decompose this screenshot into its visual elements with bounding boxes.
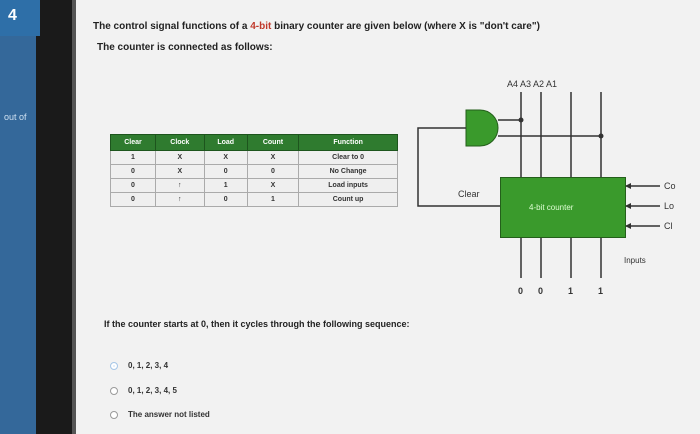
table-row: 0 X 0 0 No Change <box>110 164 398 179</box>
table-cell: 0 <box>246 164 300 179</box>
question-number-badge: 4 <box>0 0 40 36</box>
input-value: 1 <box>568 286 574 296</box>
arrow-icon <box>625 223 631 229</box>
radio-button[interactable] <box>110 361 118 370</box>
left-sidebar: out of <box>0 36 36 434</box>
question-number: 4 <box>8 7 17 24</box>
option-2[interactable]: 0, 1, 2, 3, 4, 5 <box>110 386 177 395</box>
table-cell: 0 <box>203 192 248 207</box>
arrow-icon <box>625 203 631 209</box>
table-cell: ↑ <box>154 178 205 193</box>
outputs-label: A4 A3 A2 A1 <box>507 79 558 89</box>
junction-dot <box>518 117 524 123</box>
out-of-label: out of <box>4 112 27 122</box>
counter-block <box>500 177 626 238</box>
side-label: Lo <box>664 201 675 211</box>
table-cell: 0 <box>203 164 248 179</box>
inputs-label: Inputs <box>624 256 646 265</box>
question-text-line-2: The counter is connected as follows: <box>97 42 273 53</box>
table-cell: X <box>246 178 300 193</box>
input-value: 0 <box>518 286 524 296</box>
radio-button[interactable] <box>110 410 118 419</box>
table-cell: 0 <box>110 192 156 207</box>
counter-label: 4-bit counter <box>529 203 574 212</box>
header-load: Load <box>203 134 248 151</box>
option-label: 0, 1, 2, 3, 4, 5 <box>128 386 177 395</box>
table-row: 0 ↑ 1 X Load inputs <box>110 178 398 193</box>
question-text-line-1: The control signal functions of a 4-bit … <box>93 21 540 32</box>
question-suffix: binary counter are given below (where X … <box>271 21 540 32</box>
radio-button[interactable] <box>110 386 118 395</box>
table-cell: 1 <box>246 192 300 207</box>
table-cell: Count up <box>298 192 398 207</box>
question-accent: 4-bit <box>250 21 272 32</box>
option-label: 0, 1, 2, 3, 4 <box>128 361 169 370</box>
clear-label: Clear <box>458 189 480 199</box>
header-function: Function <box>298 134 398 151</box>
option-label: The answer not listed <box>128 410 210 419</box>
side-label: Co <box>664 181 676 191</box>
option-1[interactable]: 0, 1, 2, 3, 4 <box>110 361 168 370</box>
arrow-icon <box>625 183 631 189</box>
input-value: 1 <box>598 286 604 296</box>
table-cell: Clear to 0 <box>298 150 398 165</box>
clear-wire <box>417 127 500 207</box>
table-row: 0 ↑ 0 1 Count up <box>110 192 398 207</box>
side-label: Cl <box>664 221 673 231</box>
option-3[interactable]: The answer not listed <box>110 410 210 419</box>
table-cell: 1 <box>203 178 248 193</box>
and-gate-icon <box>465 109 499 147</box>
table-cell: X <box>154 150 205 165</box>
header-clock: Clock <box>154 134 205 151</box>
sequence-question: If the counter starts at 0, then it cycl… <box>104 319 410 329</box>
question-prefix: The control signal functions of a <box>93 21 251 32</box>
junction-dot <box>598 133 604 139</box>
table-cell: X <box>203 150 248 165</box>
table-cell: ↑ <box>154 192 205 207</box>
input-value: 0 <box>538 286 544 296</box>
truth-table: Clear Clock Load Count Function 1 X X X … <box>110 134 398 207</box>
